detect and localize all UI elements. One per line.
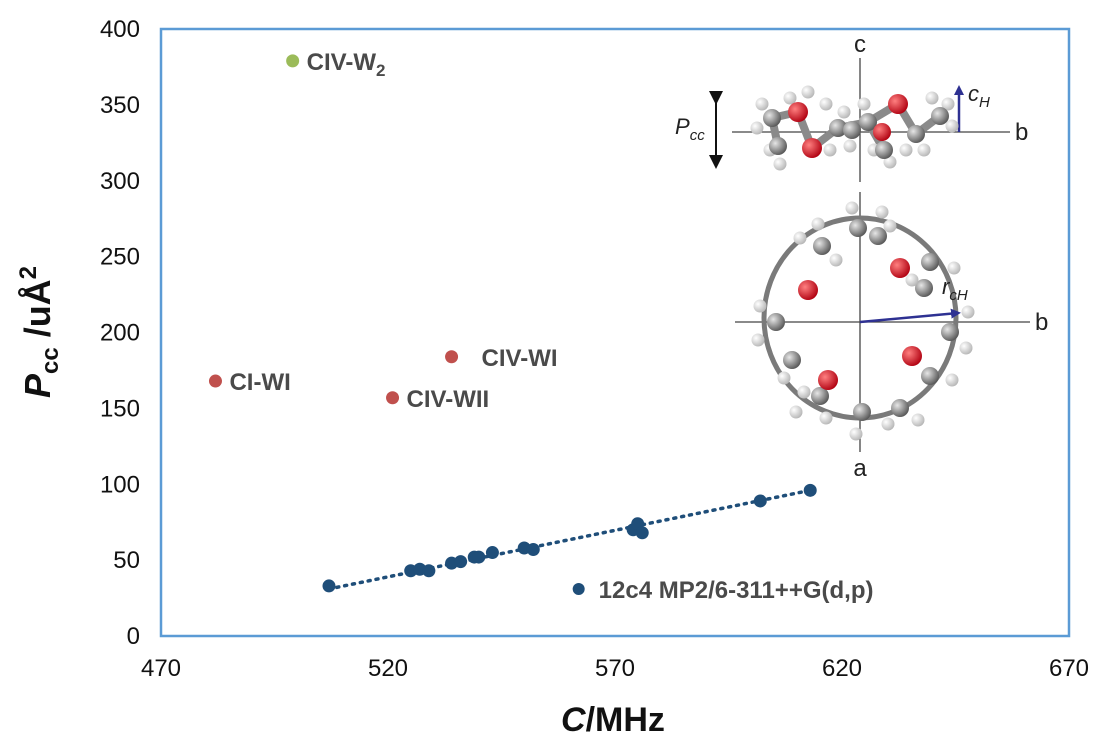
annotated-point <box>208 374 222 388</box>
rch-label-sub: cH <box>949 287 968 304</box>
rch-arrow <box>859 308 961 324</box>
ch-label: cH <box>968 81 990 111</box>
y-axis-title-sup: 2 <box>15 266 42 279</box>
y-axis-ticks: 0 50 100 150 200 250 300 350 400 <box>100 16 140 650</box>
top-hydrogens <box>751 201 975 441</box>
side-carbons <box>763 107 949 159</box>
top-a-axis-label: a <box>853 455 867 482</box>
data-point <box>472 550 486 564</box>
y-tick-label: 300 <box>100 168 140 195</box>
y-tick-label: 200 <box>100 320 140 347</box>
side-b-axis-label: b <box>1015 119 1028 146</box>
x-tick-label: 470 <box>141 655 181 682</box>
rch-label: rcH <box>942 274 968 304</box>
point-label-main: CIV-WII <box>407 386 490 413</box>
data-series <box>322 483 817 593</box>
data-point <box>635 526 649 540</box>
top-carbons <box>767 219 959 421</box>
data-point <box>485 546 499 560</box>
y-axis-title: Pcc /uÅ2 <box>15 266 64 398</box>
y-tick-label: 0 <box>127 623 140 650</box>
annotated-point <box>286 54 300 68</box>
molecule-side-view: c b Pcc cH <box>675 31 1028 182</box>
top-b-axis-label: b <box>1035 309 1048 336</box>
legend-marker <box>572 582 585 595</box>
molecule-top-view: b a rcH <box>735 192 1048 482</box>
y-axis-title-sub: cc <box>37 347 64 374</box>
x-axis-title-unit: /MHz <box>586 701 665 739</box>
plot-area-frame <box>159 27 1071 638</box>
y-axis-title-unit: /uÅ <box>17 279 58 347</box>
point-label: CIV-WII <box>407 386 490 413</box>
data-point <box>753 494 767 508</box>
y-tick-label: 400 <box>100 16 140 43</box>
data-point <box>322 579 336 593</box>
point-label-main: CIV-WI <box>482 345 558 372</box>
y-tick-label: 150 <box>100 395 140 422</box>
trend-line <box>327 488 812 591</box>
pcc-label: Pcc <box>675 114 705 144</box>
point-label: CIV-W2 <box>307 49 386 80</box>
side-hydrogens <box>750 85 959 171</box>
data-point <box>803 483 817 497</box>
x-tick-label: 570 <box>595 655 635 682</box>
data-point <box>422 564 436 578</box>
y-tick-label: 100 <box>100 471 140 498</box>
side-c-axis-label: c <box>854 31 866 58</box>
ch-label-sub: H <box>979 94 990 111</box>
point-label: CI-WI <box>229 369 290 396</box>
rch-label-main: r <box>942 274 951 299</box>
top-oxygens <box>798 258 922 390</box>
y-tick-label: 50 <box>113 547 140 574</box>
y-tick-label: 250 <box>100 244 140 271</box>
pcc-label-sub: cc <box>690 127 706 144</box>
x-tick-label: 670 <box>1049 655 1089 682</box>
point-label-sub: 2 <box>376 61 385 80</box>
legend-label: 12c4 MP2/6-311++G(d,p) <box>599 577 874 604</box>
x-axis-title-main: C <box>561 701 586 739</box>
point-label-main: CI-WI <box>229 369 290 396</box>
point-label: CIV-WI <box>482 345 558 372</box>
x-tick-label: 520 <box>368 655 408 682</box>
ch-label-main: c <box>968 81 979 106</box>
x-axis-title: C/MHz <box>561 701 665 739</box>
data-point <box>454 555 468 569</box>
y-tick-label: 350 <box>100 92 140 119</box>
side-oxygens <box>788 94 908 158</box>
y-axis-title-main: P <box>17 373 58 398</box>
x-tick-label: 620 <box>822 655 862 682</box>
pcc-label-main: P <box>675 114 690 139</box>
legend: 12c4 MP2/6-311++G(d,p) <box>572 577 874 604</box>
annotated-point <box>445 350 459 364</box>
data-point <box>526 543 540 557</box>
x-axis-ticks: 470 520 570 620 670 <box>141 655 1089 682</box>
point-label-main: CIV-W <box>307 49 377 76</box>
annotated-point <box>386 391 400 405</box>
